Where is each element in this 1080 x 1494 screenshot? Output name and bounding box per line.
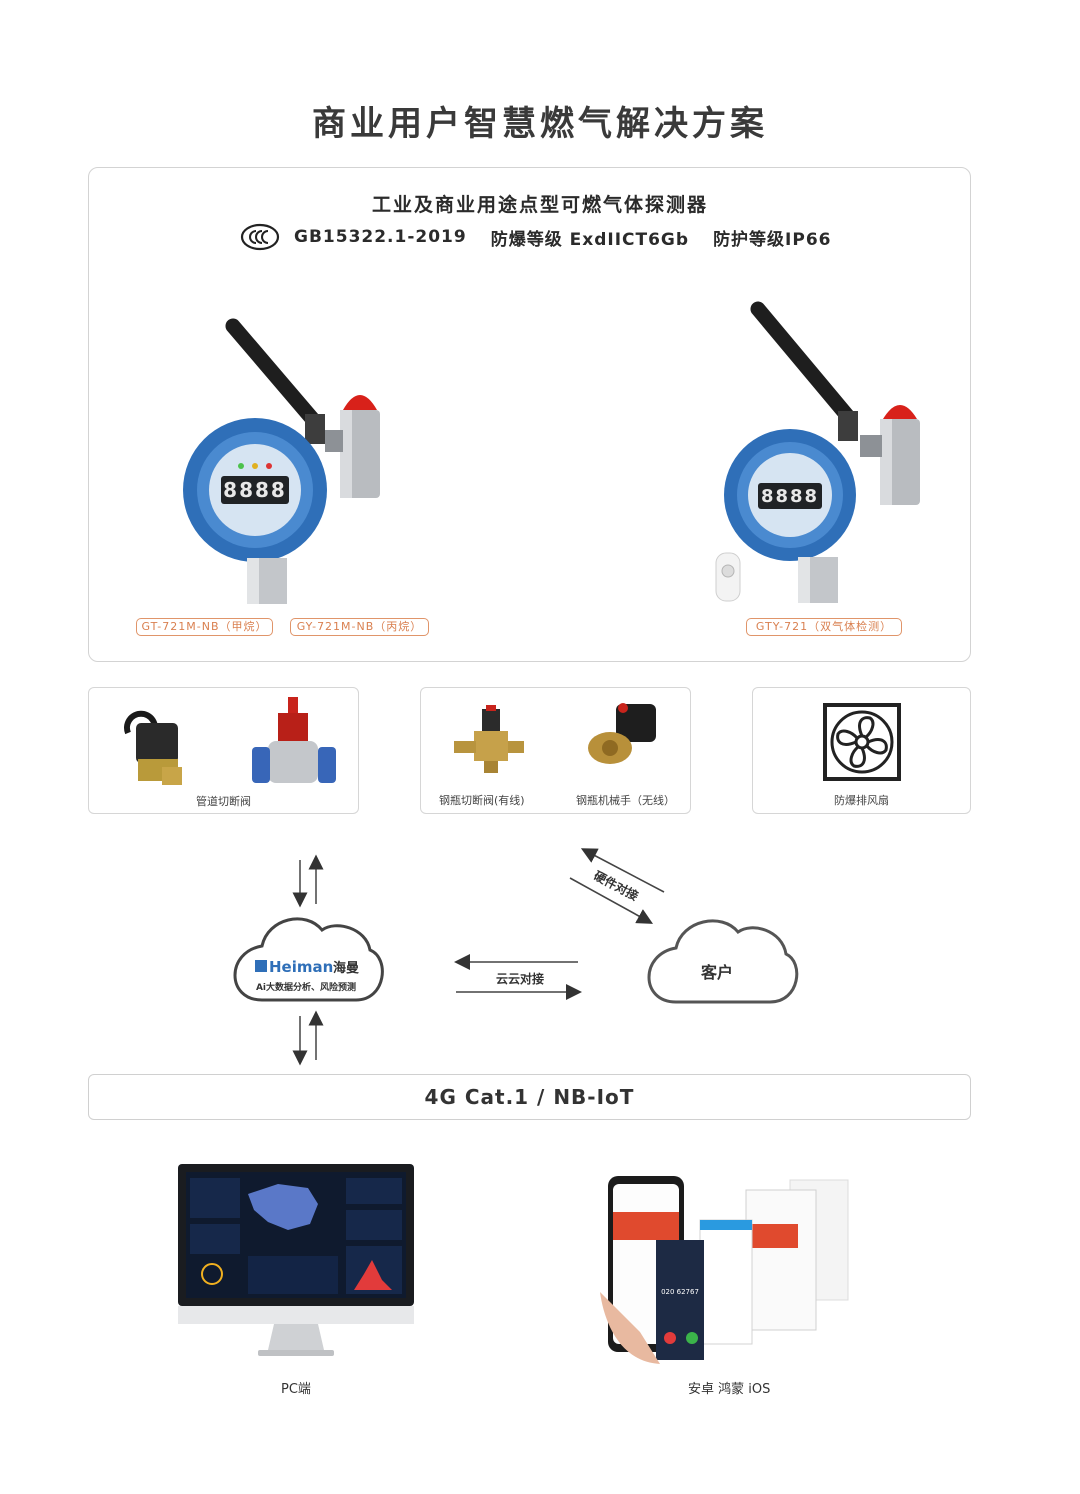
heiman-cloud bbox=[233, 917, 384, 1002]
pc-monitor-image bbox=[178, 1164, 414, 1356]
heiman-brand-cn: 海曼 bbox=[333, 960, 359, 976]
cert-standard: GB15322.1-2019 bbox=[294, 227, 467, 247]
model-tag-gy721m: GY-721M-NB（丙烷） bbox=[290, 618, 429, 636]
gas-detector-image-2: 8888 bbox=[715, 301, 920, 603]
pipe-valve-image bbox=[124, 697, 336, 785]
pc-client-label: PC端 bbox=[281, 1382, 311, 1397]
mobile-app-image: 020 62767 bbox=[600, 1176, 849, 1364]
arrow-hardware-down bbox=[569, 877, 654, 924]
cert-explosion-proof: 防爆等级 ExdIICT6Gb bbox=[490, 229, 690, 250]
pipe-valve-label: 管道切断阀 bbox=[196, 795, 251, 808]
heiman-brand: Heiman bbox=[269, 958, 333, 976]
device-1-display: 8888 bbox=[223, 478, 287, 502]
device-2-display: 8888 bbox=[761, 486, 819, 507]
network-bar: 4G Cat.1 / NB-IoT bbox=[88, 1074, 971, 1120]
heiman-tagline: Ai大数据分析、风险预测 bbox=[256, 981, 356, 993]
arrow-hardware-up bbox=[580, 848, 665, 893]
detector-heading: 工业及商业用途点型可燃气体探测器 bbox=[371, 194, 708, 216]
phone-number: 020 62767 bbox=[661, 1288, 699, 1296]
mobile-client-label: 安卓 鸿蒙 iOS bbox=[688, 1382, 771, 1397]
cloud-link-label: 云云对接 bbox=[496, 971, 544, 986]
model-tag-gty721: GTY-721（双气体检测） bbox=[746, 618, 902, 636]
heiman-logo-icon bbox=[255, 960, 267, 972]
customer-label: 客户 bbox=[701, 963, 733, 982]
cert-ip-rating: 防护等级IP66 bbox=[713, 229, 832, 250]
ccc-icon bbox=[240, 223, 280, 251]
customer-cloud bbox=[647, 919, 799, 1004]
fan-label: 防爆排风扇 bbox=[834, 794, 889, 807]
model-tag-gt721m: GT-721M-NB（甲烷） bbox=[136, 618, 273, 636]
cylinder-manipulator-label: 钢瓶机械手（无线） bbox=[576, 794, 675, 807]
hardware-link-label: 硬件对接 bbox=[592, 868, 641, 904]
page-title: 商业用户智慧燃气解决方案 bbox=[312, 104, 768, 144]
gas-detector-image-1: 8888 bbox=[183, 318, 380, 604]
cylinder-valve-wired-image bbox=[454, 705, 524, 773]
cylinder-valve-wired-label: 钢瓶切断阀(有线) bbox=[439, 794, 525, 807]
certification-row: GB15322.1-2019 防爆等级 ExdIICT6Gb 防护等级IP66 bbox=[240, 222, 856, 252]
exhaust-fan-icon bbox=[823, 703, 901, 781]
cylinder-manipulator-image bbox=[588, 703, 656, 764]
architecture-diagram: Heiman 海曼 Ai大数据分析、风险预测 客户 云云对接 硬件对接 bbox=[233, 848, 799, 1066]
